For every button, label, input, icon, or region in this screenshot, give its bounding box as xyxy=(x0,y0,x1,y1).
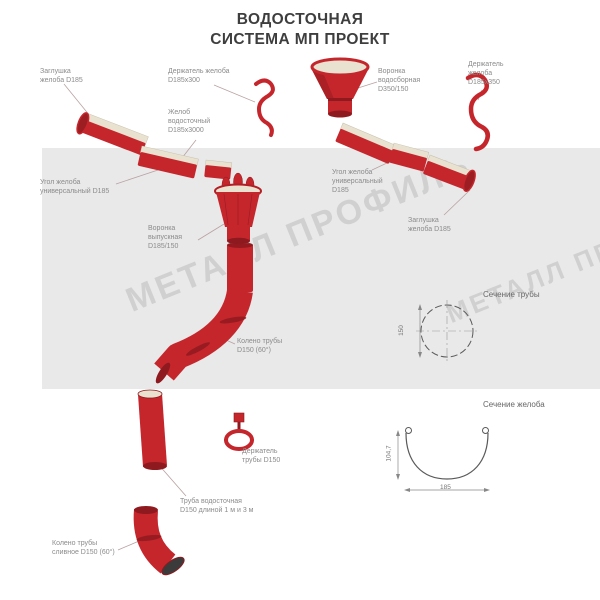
drain-elbow-part xyxy=(133,506,185,576)
gutter-section-diagram xyxy=(396,427,490,492)
page-title-line2: СИСТЕМА МП ПРОЕКТ xyxy=(210,31,390,49)
end-cap-right xyxy=(462,169,476,192)
funnel-collecting-part xyxy=(310,57,370,118)
page-title-line1: ВОДОСТОЧНАЯ xyxy=(236,11,364,28)
label-pipe-holder: Держатель трубы D150 xyxy=(242,448,281,465)
dim-gutter-depth: 104,7 xyxy=(385,445,393,462)
gutter-corner-right xyxy=(389,142,430,172)
label-section-pipe: Сечение трубы xyxy=(483,290,540,299)
pipe-upper-part xyxy=(227,242,253,292)
label-gutter-holder-350: Держатель желоба D185х350 xyxy=(468,61,504,87)
gutter-face xyxy=(80,120,146,155)
end-cap-left xyxy=(76,112,90,135)
gutter-right-end xyxy=(423,154,476,192)
gutter-mid-piece xyxy=(204,159,233,180)
page-title: ВОДОСТОЧНАЯ СИСТЕМА МП ПРОЕКТ xyxy=(0,10,600,50)
label-gutter-corner-right: Угол желоба универсальный D185 xyxy=(332,169,383,195)
label-pipe-elbow: Колено трубы D150 (60°) xyxy=(237,338,283,355)
downpipe-part xyxy=(137,389,167,470)
label-pipe: Труба водосточная D150 длиной 1 м и 3 м xyxy=(180,498,254,515)
pipe-elbow-part xyxy=(154,288,253,384)
dim-gutter-width: 185 xyxy=(440,484,451,491)
label-gutter: Желоб водосточный D185х3000 xyxy=(168,109,211,135)
gutter-holder-350-part xyxy=(465,72,491,152)
label-end-cap-left: Заглушка желоба D185 xyxy=(40,68,83,85)
label-funnel-outlet: Воронка выпускная D185/150 xyxy=(148,225,183,251)
label-section-gutter: Сечение желоба xyxy=(483,400,545,409)
label-drain-elbow: Колено трубы сливное D150 (60°) xyxy=(52,540,115,557)
label-end-cap-right: Заглушка желоба D185 xyxy=(408,217,451,234)
roof-background-band xyxy=(42,148,600,389)
label-gutter-corner-left: Угол желоба универсальный D185 xyxy=(40,179,110,196)
dim-pipe-diameter: 150 xyxy=(397,325,405,336)
pipe-section-diagram xyxy=(416,300,478,362)
gutter-left-run xyxy=(76,112,149,155)
label-gutter-holder-300: Держатель желоба D185х300 xyxy=(168,68,230,85)
gutter-holder-300-part xyxy=(254,78,275,137)
pipe-holder-part xyxy=(224,412,254,451)
gutter-right-run xyxy=(335,122,397,164)
gutter-corner-left xyxy=(137,145,199,179)
label-funnel-collecting: Воронка водосборная D350/150 xyxy=(378,68,421,94)
funnel-outlet-part xyxy=(214,172,262,245)
